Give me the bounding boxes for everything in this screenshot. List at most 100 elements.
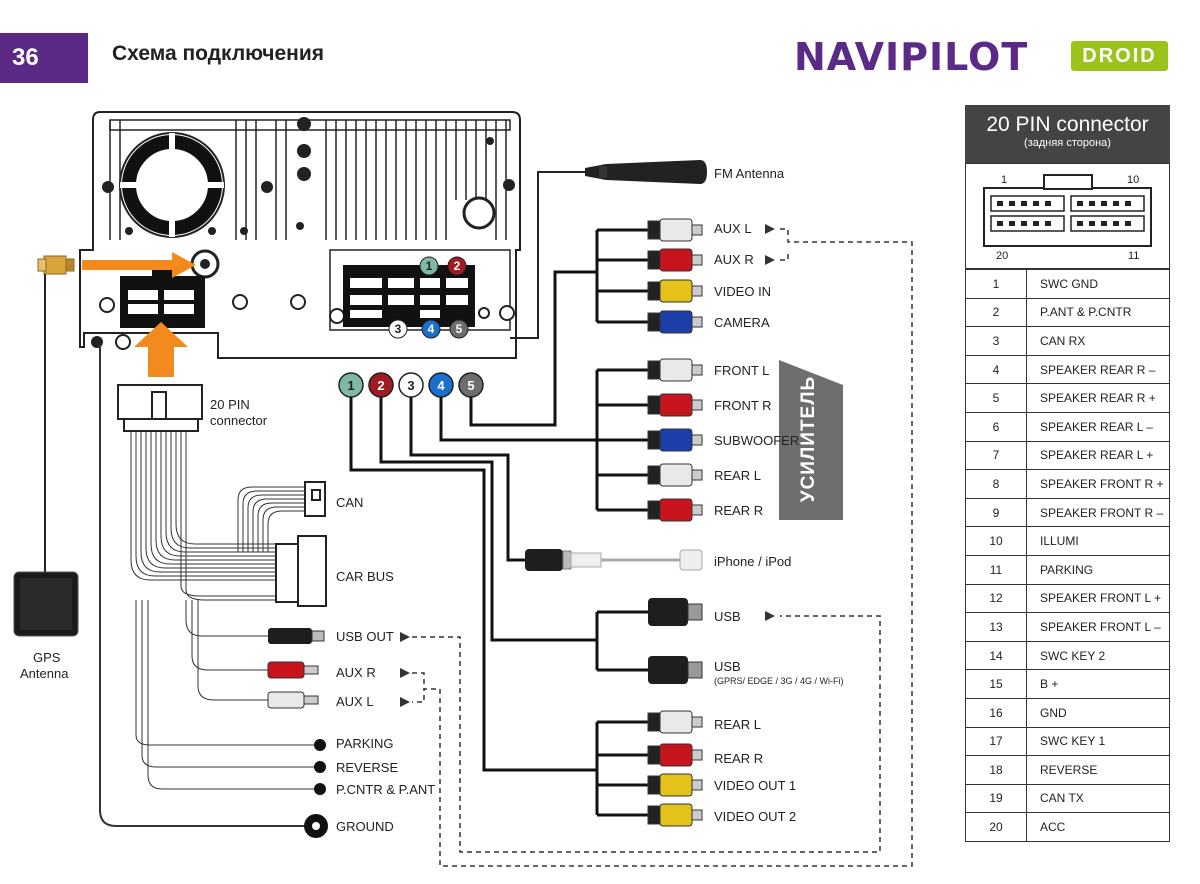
rca-plugs xyxy=(647,218,703,827)
svg-text:2: 2 xyxy=(377,378,384,393)
pin-number: 16 xyxy=(965,697,1027,728)
svg-text:5: 5 xyxy=(456,322,463,336)
mount-screws xyxy=(99,294,515,350)
pin-function: SPEAKER REAR L + xyxy=(1026,440,1170,471)
label-fm-antenna: FM Antenna xyxy=(714,166,785,181)
label-gps-line2: Antenna xyxy=(20,666,69,681)
pin-function: CAN TX xyxy=(1026,783,1170,814)
label-camera: CAMERA xyxy=(714,315,770,330)
pin-function: SWC KEY 1 xyxy=(1026,726,1170,757)
label-aux-l-bottom: AUX L xyxy=(336,694,374,709)
gps-antenna-connector xyxy=(13,255,79,637)
pin-number: 7 xyxy=(965,440,1027,471)
label-reverse: REVERSE xyxy=(336,760,399,775)
svg-text:4: 4 xyxy=(428,322,435,336)
label-rear-l-bottom: REAR L xyxy=(714,717,761,732)
pin-number: 1 xyxy=(965,269,1027,299)
page-number-badge: 36 xyxy=(0,33,88,83)
pin-number: 8 xyxy=(965,469,1027,499)
pin-connector-box: 1 10 20 11 xyxy=(965,163,1170,269)
label-video-in: VIDEO IN xyxy=(714,284,772,299)
unit-port-bubbles: 1 2 3 4 5 xyxy=(388,256,490,339)
label-ground: GROUND xyxy=(336,819,394,834)
can-connector xyxy=(304,481,326,517)
pin-connector-drawing xyxy=(983,174,1152,247)
pin-label-1: 1 xyxy=(1001,174,1008,186)
pin-number: 15 xyxy=(965,669,1027,699)
brand-logo: NAVIPILOT xyxy=(794,35,1029,79)
svg-text:1: 1 xyxy=(347,378,354,393)
pin-function: SPEAKER REAR L – xyxy=(1026,411,1170,442)
usb-plugs xyxy=(648,598,703,684)
amplifier-shape xyxy=(779,360,843,520)
label-parking: PARKING xyxy=(336,736,394,751)
pin-function: GND xyxy=(1026,697,1170,728)
multimedia-socket xyxy=(343,265,475,327)
pin-function: P.ANT & P.CNTR xyxy=(1026,297,1170,328)
20pin-plug xyxy=(117,384,203,432)
label-pcntr-pant: P.CNTR & P.ANT xyxy=(336,782,436,797)
label-rear-r-bottom: REAR R xyxy=(714,751,764,766)
label-front-r: FRONT R xyxy=(714,398,772,413)
pin-number: 4 xyxy=(965,354,1027,385)
pin-function: SPEAKER REAR R + xyxy=(1026,383,1170,413)
label-rear-l-top: REAR L xyxy=(714,468,761,483)
label-car-bus: CAR BUS xyxy=(336,569,394,584)
label-aux-l-top: AUX L xyxy=(714,221,752,236)
fm-antenna-cable xyxy=(510,160,707,339)
fan-icon xyxy=(119,132,225,238)
harness-wires xyxy=(99,345,318,827)
pin-table-title: 20 PIN connector xyxy=(986,113,1149,136)
svg-text:3: 3 xyxy=(395,322,402,336)
pin-number: 3 xyxy=(965,326,1027,356)
svg-text:4: 4 xyxy=(437,378,445,393)
label-usb-1: USB xyxy=(714,609,741,624)
pin-number: 18 xyxy=(965,755,1027,785)
pin-number: 14 xyxy=(965,640,1027,671)
svg-text:5: 5 xyxy=(467,378,474,393)
pin-function: PARKING xyxy=(1026,554,1170,585)
bottom-left-plugs xyxy=(267,628,328,838)
pin-number: 10 xyxy=(965,526,1027,556)
label-aux-r-top: AUX R xyxy=(714,252,754,267)
pin-label-20: 20 xyxy=(996,250,1009,262)
pin-function: SPEAKER FRONT L – xyxy=(1026,612,1170,642)
cable-bubbles: 1 2 3 4 5 xyxy=(338,372,484,398)
20pin-socket xyxy=(120,270,205,328)
pin-function: SPEAKER REAR R – xyxy=(1026,354,1170,385)
label-20pin-line2: connector xyxy=(210,413,268,428)
amplifier-label: УСИЛИТЕЛЬ xyxy=(798,375,819,503)
pin-label-11: 11 xyxy=(1128,250,1140,262)
label-gps-line1: GPS xyxy=(33,650,61,665)
label-subwoofer: SUBWOOFER xyxy=(714,433,800,448)
pin-number: 6 xyxy=(965,411,1027,442)
signal-cables xyxy=(349,228,648,817)
label-video-out-2: VIDEO OUT 2 xyxy=(714,809,797,824)
car-bus-connector xyxy=(275,535,327,607)
pin-function: B + xyxy=(1026,669,1170,699)
pin-function: REVERSE xyxy=(1026,755,1170,785)
pin-function: ILLUMI xyxy=(1026,526,1170,556)
label-can: CAN xyxy=(336,495,364,510)
dashed-links xyxy=(412,228,913,867)
pin-function: SPEAKER FRONT R – xyxy=(1026,497,1170,528)
pin-function: SWC GND xyxy=(1026,269,1170,299)
iphone-cable xyxy=(525,549,703,571)
svg-text:2: 2 xyxy=(454,259,461,273)
label-aux-r-bottom: AUX R xyxy=(336,665,376,680)
